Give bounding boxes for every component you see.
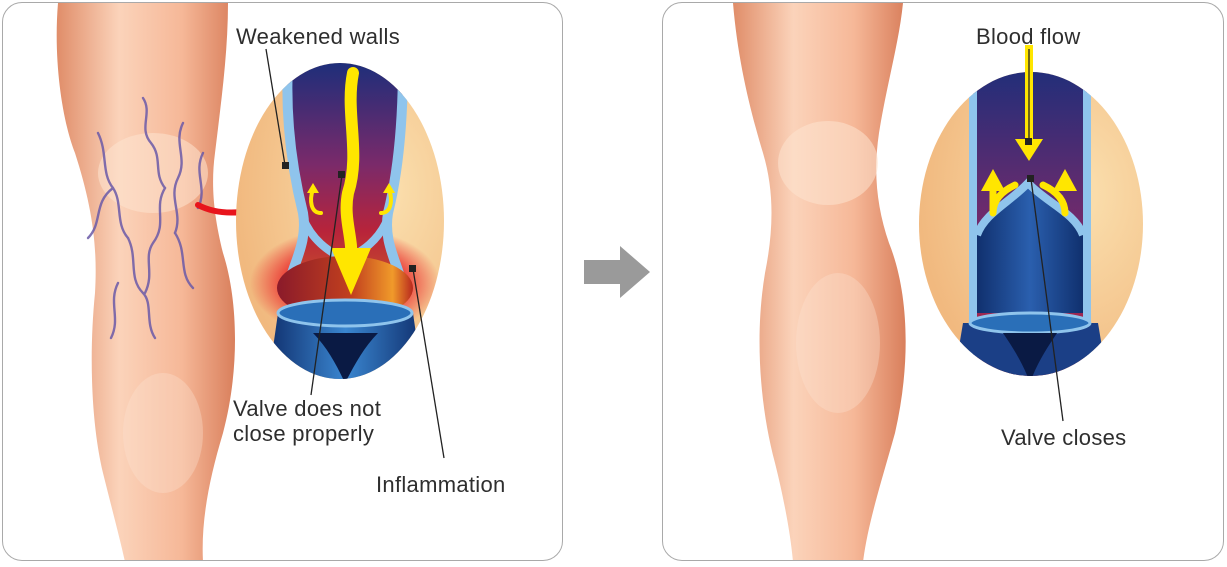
blood-flow-label: Blood flow [976, 24, 1081, 49]
weakened-walls-label: Weakened walls [236, 24, 400, 49]
right-arrow-icon [584, 246, 650, 298]
valve-not-close-label: Valve does not close properly [233, 396, 382, 446]
healthy-leg-illustration [733, 3, 1143, 560]
vein-magnifier-oval [236, 63, 444, 379]
vein-magnifier-oval [919, 45, 1143, 376]
valve-closes-label: Valve closes [1001, 425, 1127, 450]
down-arrow-icon [340, 67, 360, 264]
varicose-leg-illustration [56, 3, 445, 560]
varicose-veins [86, 96, 205, 340]
leader-dots [282, 162, 416, 272]
leader-lines [265, 48, 445, 459]
healthy-vein-panel: Blood flow Valve closes [662, 2, 1224, 561]
down-arrow-icon [1015, 139, 1043, 161]
leader-lines [1028, 49, 1064, 422]
leader-dots [1025, 138, 1034, 182]
inflammation-label: Inflammation [376, 472, 506, 497]
varicose-vein-panel: Weakened walls Valve does not close prop… [2, 2, 563, 561]
